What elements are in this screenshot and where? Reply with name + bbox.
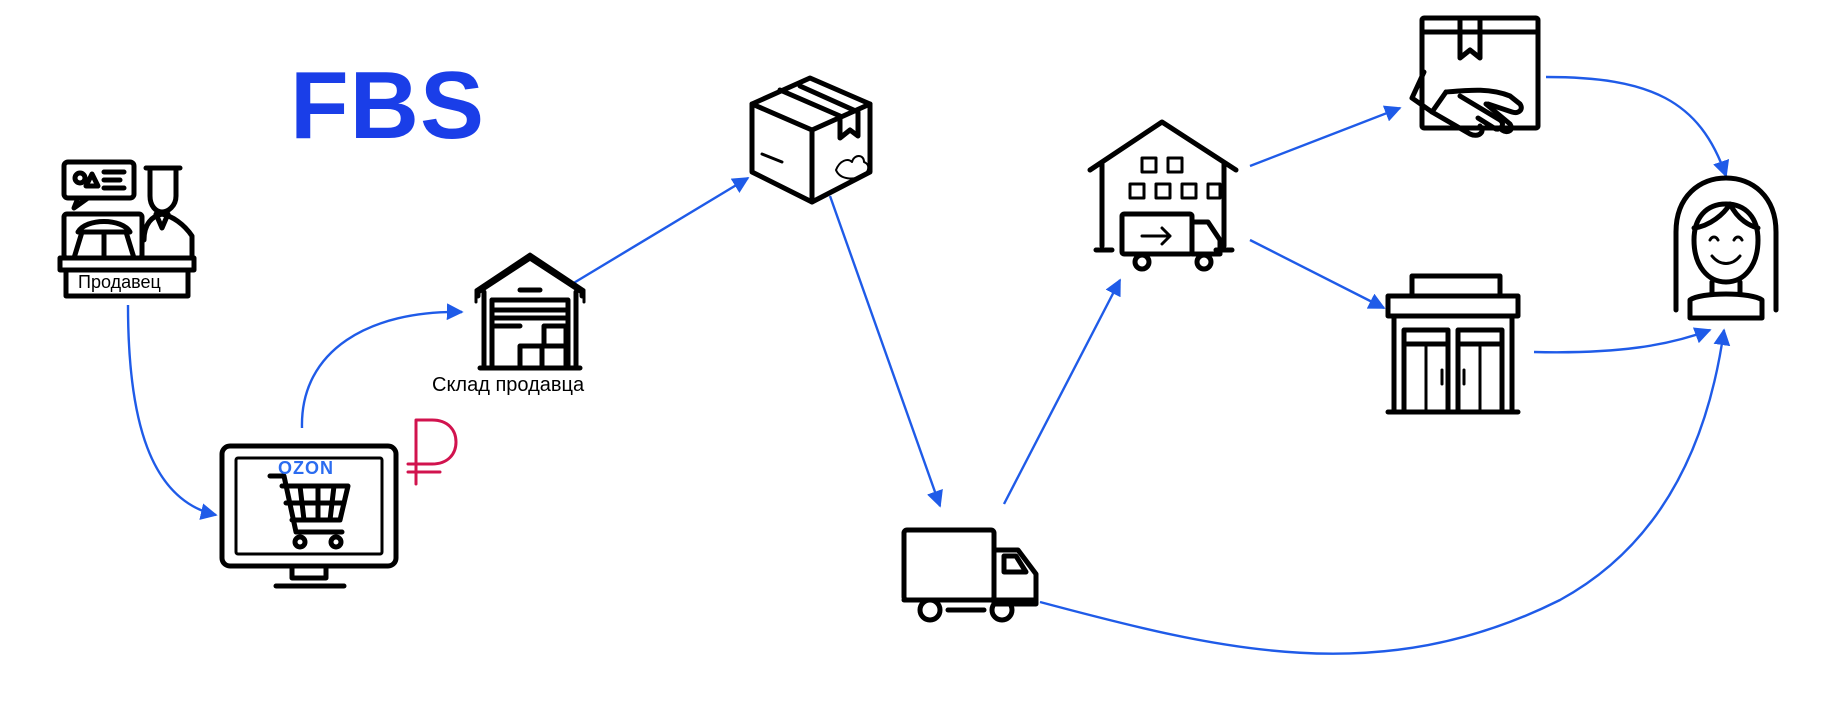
sorting-center-icon xyxy=(1087,119,1239,272)
warehouse-icon xyxy=(474,252,586,371)
seller-icon xyxy=(57,159,197,299)
customer-icon xyxy=(1673,175,1779,321)
diagram-title: FBS xyxy=(290,52,485,159)
arrow-truck-to-sorting-center xyxy=(1002,278,1122,505)
arrow-marketplace-to-warehouse xyxy=(300,303,464,429)
arrow-sorting-to-courier xyxy=(1249,105,1402,168)
parcel-icon xyxy=(749,75,873,205)
truck-icon xyxy=(901,527,1039,623)
arrow-parcel-to-truck xyxy=(828,195,943,508)
seller-label: Продавец xyxy=(78,272,161,292)
arrow-pickup-to-customer xyxy=(1533,327,1712,354)
arrow-courier-to-customer xyxy=(1545,75,1730,178)
pickup-point-icon xyxy=(1385,273,1521,415)
ruble-icon xyxy=(406,418,458,486)
arrow-seller-to-marketplace xyxy=(126,304,218,520)
arrow-warehouse-to-parcel xyxy=(571,176,750,286)
seller-warehouse-label: Склад продавца xyxy=(432,374,585,396)
arrow-sorting-to-pickup-point xyxy=(1249,238,1386,310)
hand-delivery-icon xyxy=(1409,15,1541,138)
computer-cart-icon xyxy=(219,443,399,589)
ozon-logo: OZON xyxy=(278,458,334,478)
arrow-truck-to-customer xyxy=(1039,328,1731,655)
